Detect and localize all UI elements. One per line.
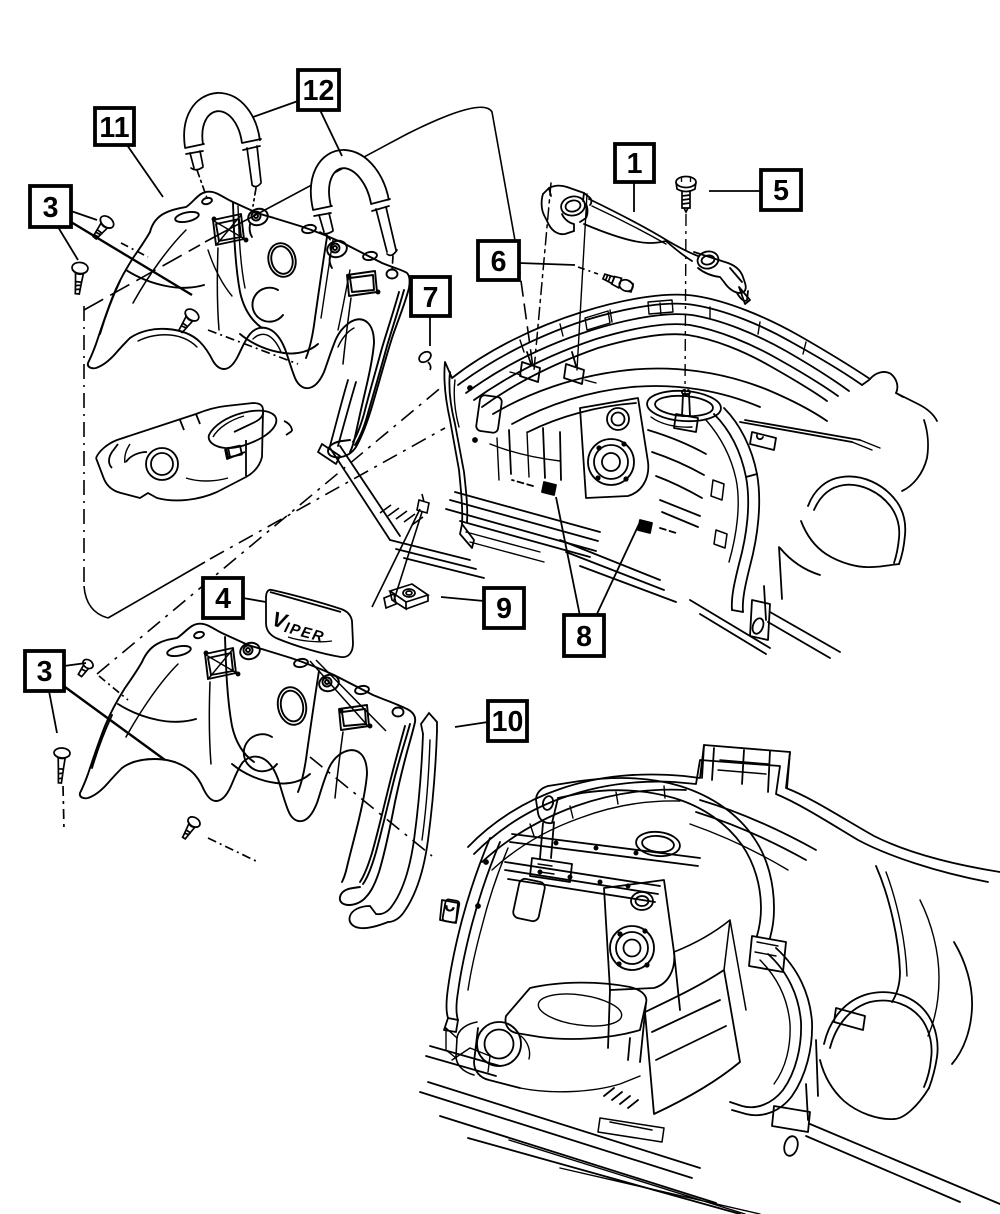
svg-text:1: 1 bbox=[627, 148, 643, 180]
svg-text:3: 3 bbox=[43, 192, 59, 224]
svg-text:5: 5 bbox=[773, 175, 789, 207]
svg-text:9: 9 bbox=[496, 593, 512, 625]
svg-text:4: 4 bbox=[215, 583, 231, 615]
svg-text:3: 3 bbox=[37, 656, 53, 688]
svg-text:6: 6 bbox=[491, 246, 507, 278]
svg-text:12: 12 bbox=[303, 75, 335, 107]
svg-text:11: 11 bbox=[99, 112, 129, 144]
svg-text:8: 8 bbox=[576, 621, 592, 653]
svg-text:7: 7 bbox=[423, 282, 439, 314]
svg-text:10: 10 bbox=[492, 706, 524, 738]
